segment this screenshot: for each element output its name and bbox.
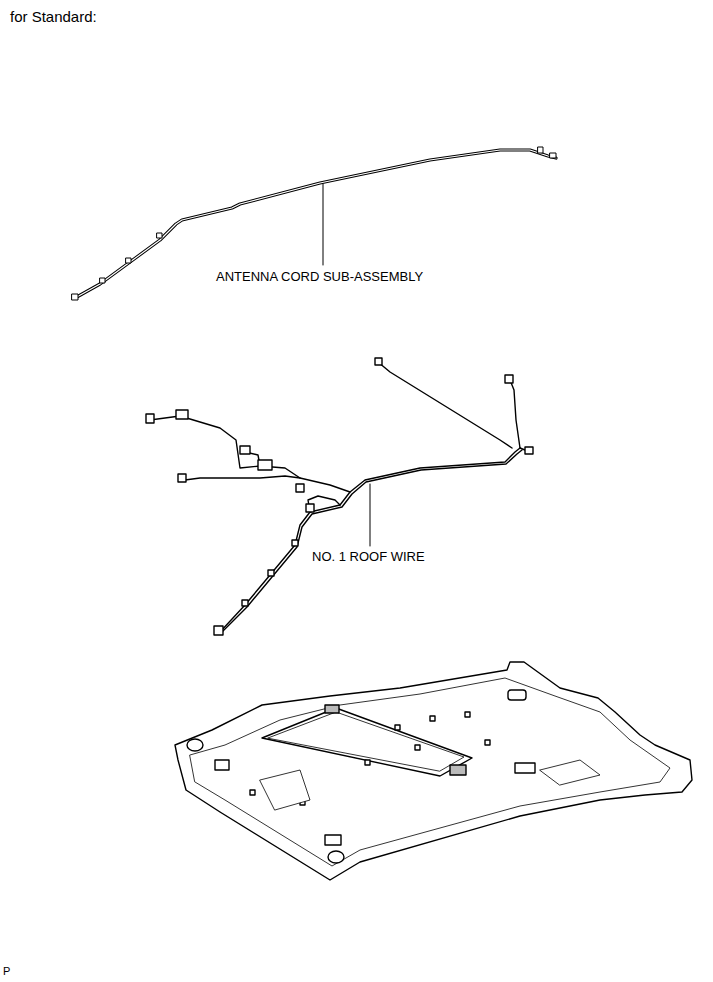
part-name: ANTENNA CORD SUB-ASSEMBLY	[214, 270, 425, 285]
roof-headliner	[175, 662, 692, 880]
roof-wire	[146, 358, 533, 635]
antenna-cord	[72, 147, 556, 300]
part-name: NO. 1 ROOF WIRE	[310, 550, 427, 565]
heading: for Standard:	[8, 8, 99, 25]
page-mark: P	[1, 965, 12, 978]
leader-line	[323, 184, 324, 265]
leader-line	[370, 484, 371, 546]
